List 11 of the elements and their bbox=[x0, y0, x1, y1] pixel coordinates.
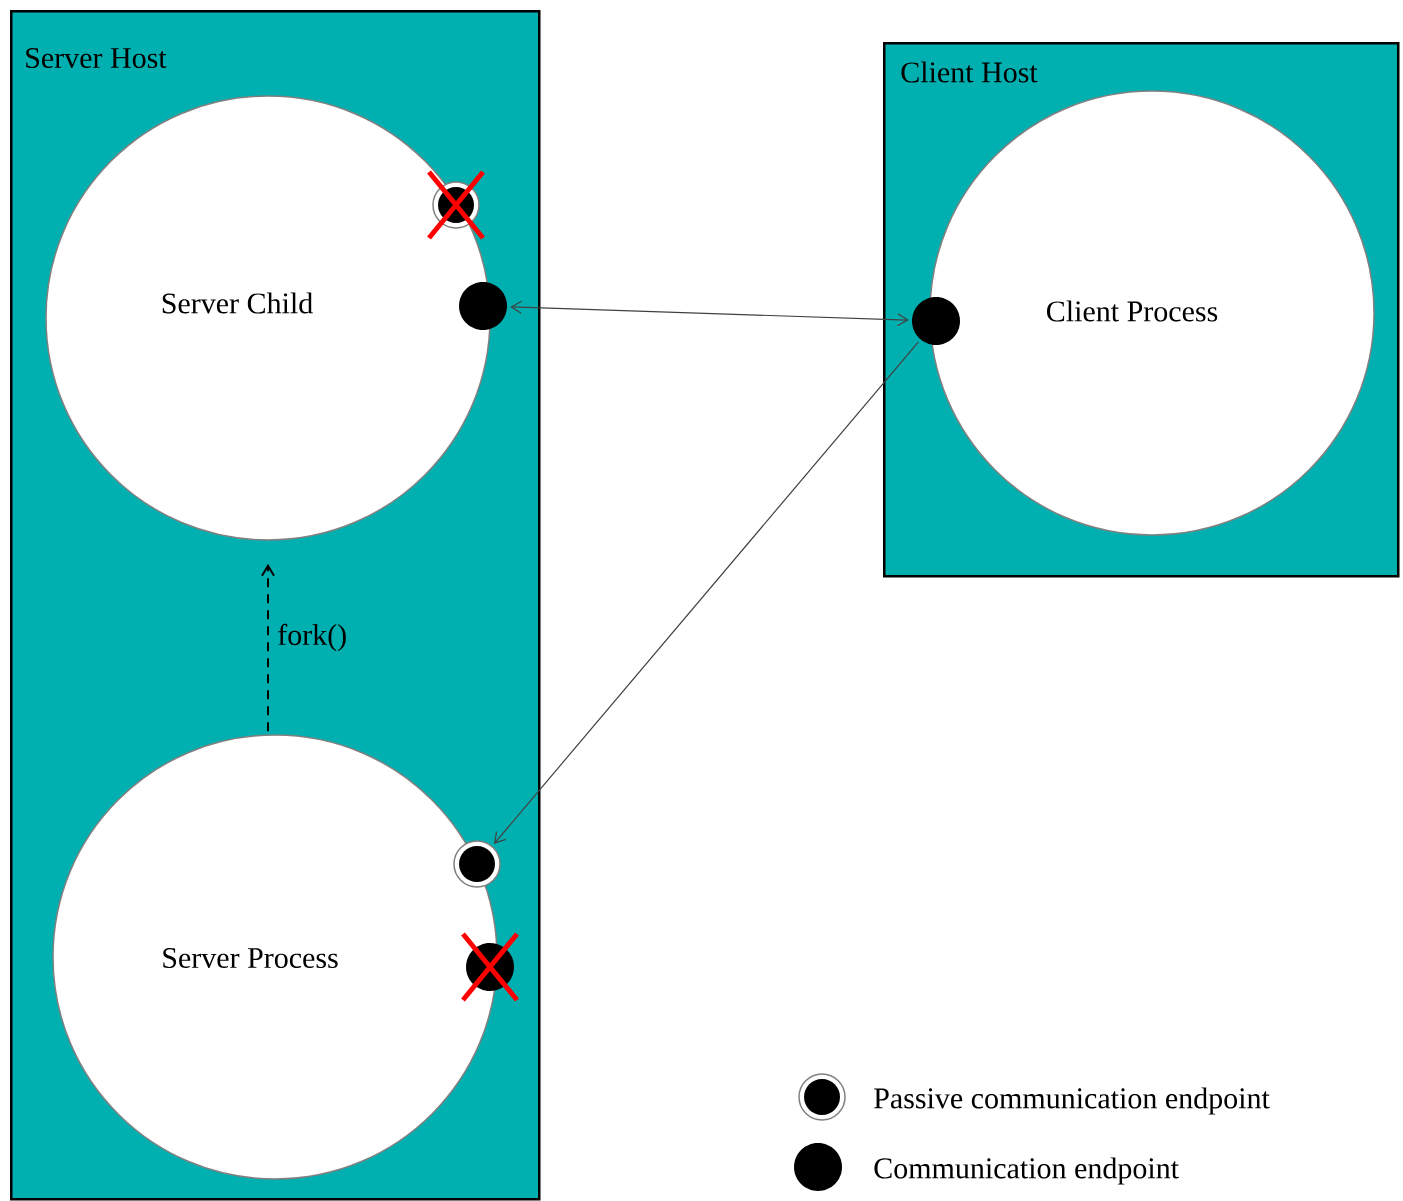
endpoint-dot bbox=[459, 282, 507, 330]
legend-text: Passive communication endpoint bbox=[874, 1087, 1270, 1115]
arrow bbox=[510, 300, 909, 327]
crossed-endpoint bbox=[426, 169, 486, 241]
legend-text: Communication endpoint bbox=[874, 1157, 1179, 1185]
endpoint-dot bbox=[912, 297, 960, 345]
edge-label: fork() bbox=[278, 623, 346, 652]
arrow bbox=[493, 341, 920, 844]
arrow bbox=[261, 563, 275, 733]
endpoint-dot bbox=[453, 840, 501, 888]
crossed-endpoint bbox=[460, 931, 520, 1003]
